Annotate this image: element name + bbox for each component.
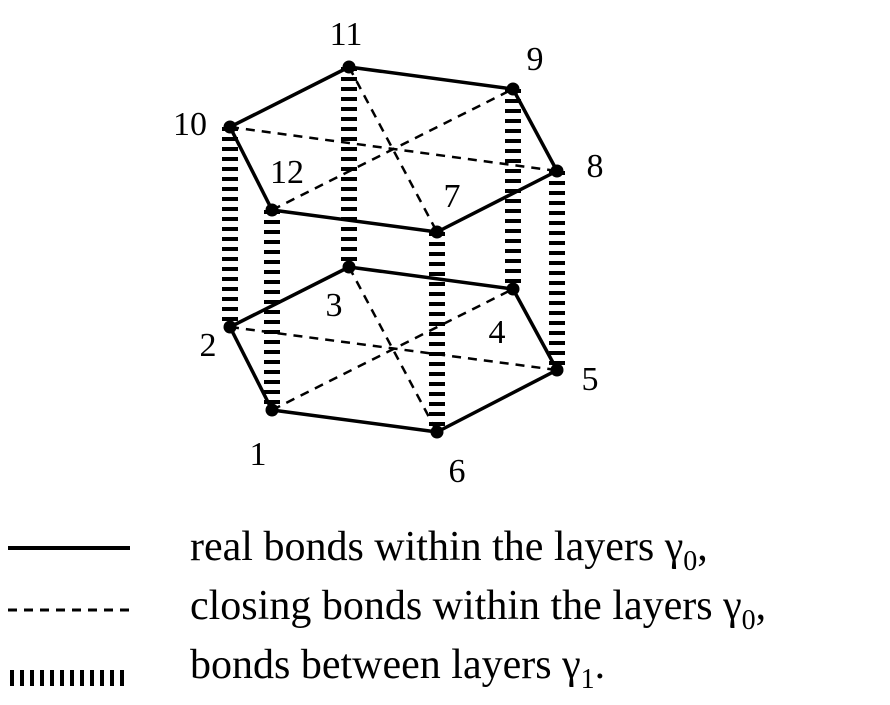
atom-2 [223,320,237,334]
atom-1 [265,403,279,417]
atom-9 [506,82,520,96]
atom-label-10: 10 [173,106,207,143]
real-bond-9-8 [511,88,559,172]
real-bond-12-10 [228,126,274,211]
real-bond-1-6 [271,408,438,434]
real-bond-10-11 [229,65,350,129]
atom-label-1: 1 [250,436,267,473]
atom-label-12: 12 [270,154,304,191]
legend-label-real: real bonds within the layers γ0, [190,524,708,577]
atom-4 [506,282,520,296]
atom-label-3: 3 [326,287,343,324]
atom-label-8: 8 [587,148,604,185]
legend-label-between: bonds between layers γ1. [190,642,605,695]
real-bonds [228,65,559,434]
real-bond-3-2 [229,265,350,329]
atom-11 [342,60,356,74]
closing-bonds [229,66,558,433]
legend: real bonds within the layers γ0, closing… [8,524,766,695]
atom-6 [430,425,444,439]
atom-label-6: 6 [449,453,466,490]
real-bond-6-5 [436,368,558,434]
atom-label-9: 9 [527,41,544,78]
atoms [223,60,564,439]
closing-bond-12-9 [271,87,514,212]
atom-12 [265,203,279,217]
real-bond-7-12 [271,208,438,234]
atom-10 [223,120,237,134]
atom-3 [342,260,356,274]
real-bond-4-3 [348,265,514,291]
atom-label-5: 5 [582,361,599,398]
real-bond-11-9 [348,65,514,91]
atom-label-2: 2 [200,327,217,364]
atom-7 [430,225,444,239]
atom-label-11: 11 [330,16,363,53]
real-bond-8-7 [436,169,558,234]
legend-item-real: real bonds within the layers γ0, [8,524,708,577]
interlayer-bonds [222,67,565,432]
legend-item-closing: closing bonds within the layers γ0, [8,583,766,636]
real-bond-1-2 [228,326,274,411]
atom-label-4: 4 [489,314,506,351]
legend-item-between: bonds between layers γ1. [10,642,605,695]
real-bond-5-4 [511,288,559,371]
legend-label-closing: closing bonds within the layers γ0, [190,583,766,636]
atom-5 [550,363,564,377]
atom-label-7: 7 [444,178,461,215]
closing-bond-1-4 [271,287,514,412]
atom-8 [550,164,564,178]
